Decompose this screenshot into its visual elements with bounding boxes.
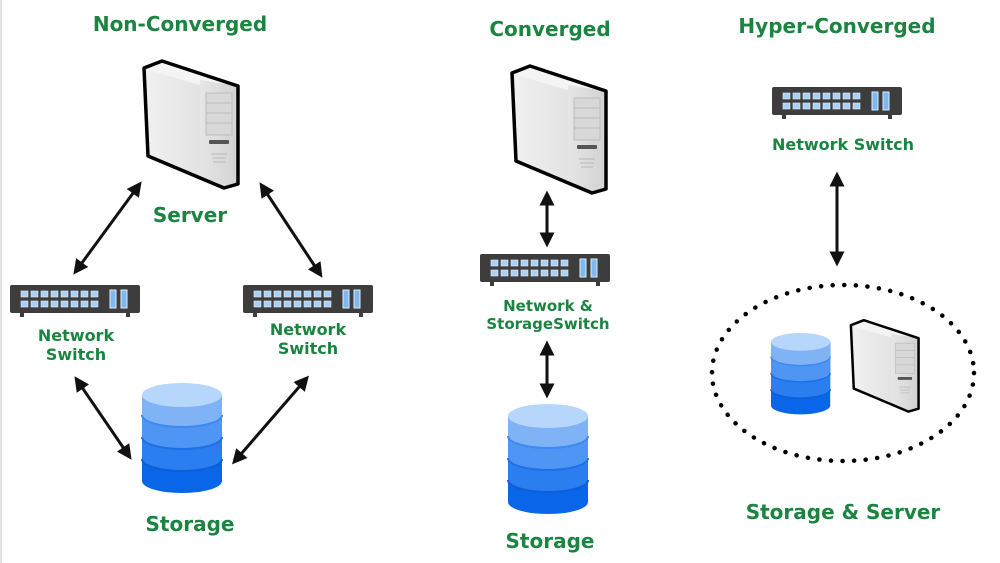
hyper-converged-server-icon (849, 318, 920, 413)
left-switch-label: Network Switch (16, 326, 136, 364)
server-label: Server (152, 203, 228, 227)
converged-server-icon (510, 64, 608, 195)
frame-border (0, 0, 2, 563)
converged-switch-icon (479, 253, 611, 287)
left-switch-label-line1: Network (37, 326, 115, 345)
hyper-converged-storage-icon (770, 332, 831, 416)
non-converged-server-icon (142, 59, 240, 190)
storage-label: Storage (145, 512, 235, 536)
converged-switch-label: Network & StorageSwitch (460, 297, 636, 333)
section-title-non-converged: Non-Converged (92, 12, 268, 36)
right-switch-label-line1: Network (269, 320, 347, 339)
arrow-right-switch-to-storage (232, 375, 309, 465)
left-switch-label-line2: Switch (45, 345, 107, 365)
converged-storage-label: Storage (505, 529, 595, 553)
converged-switch-label-line1: Network & (503, 297, 593, 315)
non-converged-right-switch-icon (242, 284, 374, 318)
arrow-server-to-right-switch (259, 182, 323, 278)
section-title-hyper-converged: Hyper-Converged (738, 14, 936, 38)
right-switch-label: Network Switch (248, 320, 368, 358)
section-title-converged: Converged (489, 17, 611, 41)
arrow-left-switch-to-storage (74, 376, 132, 460)
arrow-server-to-left-switch (73, 181, 142, 275)
non-converged-storage-icon (141, 382, 223, 494)
non-converged-left-switch-icon (9, 284, 141, 318)
storage-and-server-label: Storage & Server (745, 500, 941, 524)
hci-node-dotted-boundary (709, 282, 977, 464)
hyper-converged-switch-label: Network Switch (771, 135, 915, 154)
right-switch-label-line2: Switch (277, 339, 339, 359)
converged-switch-label-line2: StorageSwitch (486, 315, 610, 333)
converged-storage-icon (507, 403, 589, 515)
hyper-converged-switch-icon (771, 86, 903, 120)
